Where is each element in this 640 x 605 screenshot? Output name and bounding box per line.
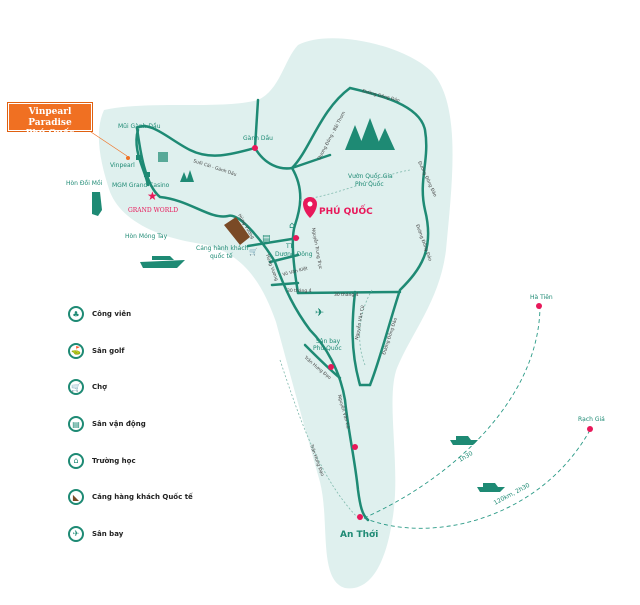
school-icon: ⌂ bbox=[289, 221, 295, 231]
stadium-icon: ▤ bbox=[262, 234, 271, 244]
label-vuon-2: Phú Quốc bbox=[355, 181, 384, 188]
label-grand-world: GRAND WORLD bbox=[128, 207, 178, 214]
golf-icon: ⛳ bbox=[68, 342, 84, 359]
label-tt-2: Dương Đông bbox=[275, 251, 313, 258]
boat-icon bbox=[477, 483, 505, 492]
forest-icon bbox=[345, 118, 395, 150]
pier-icon bbox=[224, 217, 250, 245]
school-icon: ⌂ bbox=[68, 452, 84, 469]
golf-icon bbox=[158, 152, 168, 162]
cart-icon: 🛒 bbox=[249, 247, 258, 256]
park-icon bbox=[180, 170, 194, 182]
label-tt-1: TT bbox=[285, 243, 294, 250]
boat-icon bbox=[450, 436, 478, 445]
hotel-icon bbox=[136, 155, 142, 160]
vinpearl-dot bbox=[126, 156, 130, 160]
label-sanbay-1: Sân bay bbox=[316, 338, 341, 345]
label-ganh-dau: Gành Dầu bbox=[243, 134, 273, 142]
road-label: 30 tháng 4 bbox=[287, 287, 312, 294]
label-rach-gia: Rạch Giá bbox=[578, 416, 605, 423]
hon-doi-moi-island bbox=[92, 192, 102, 216]
legend-item-golf: ⛳ Sân golf bbox=[68, 333, 193, 370]
legend-item-stadium: ▤ Sân vận động bbox=[68, 406, 193, 443]
label-phu-quoc: PHÚ QUỐC bbox=[319, 204, 373, 217]
location-pin-icon bbox=[303, 197, 317, 218]
legend-item-market: 🛒 Chợ bbox=[68, 369, 193, 406]
map-legend: ♣Công viên ⛳Sân golf 🛒Chợ ▤Sân vận động … bbox=[68, 296, 193, 552]
island-land bbox=[98, 38, 453, 589]
ferry-routes bbox=[363, 304, 591, 529]
boat-icons bbox=[140, 256, 505, 492]
boat-icon bbox=[140, 256, 185, 268]
callout-leader bbox=[84, 127, 128, 157]
label-cang-1: Cảng hành khách bbox=[196, 245, 249, 252]
legend-item-port: ◣ Cảng hàng khách Quốc tế bbox=[68, 479, 193, 516]
airport-icon: ✈ bbox=[68, 525, 84, 542]
legend-label: Chợ bbox=[92, 383, 107, 392]
label-an-thoi: An Thới bbox=[340, 529, 378, 540]
poi-dots bbox=[252, 145, 593, 520]
cart-icon: 🛒 bbox=[68, 379, 84, 396]
callout-line-2: Phú Quốc bbox=[25, 129, 75, 139]
road-network bbox=[135, 86, 430, 522]
pier-icon: ◣ bbox=[68, 489, 84, 506]
route-ha-tien-label: 1h30 bbox=[458, 450, 475, 464]
road-label: 30 tháng 4 bbox=[334, 291, 359, 298]
label-vuon-1: Vườn Quốc Gia bbox=[348, 173, 393, 180]
label-ha-tien: Hà Tiên bbox=[530, 294, 553, 301]
route-ha-tien bbox=[363, 304, 541, 519]
label-hon-doi-moi: Hòn Đồi Mồi bbox=[66, 179, 103, 187]
legend-item-school: ⌂ Trường học bbox=[68, 442, 193, 479]
label-vinpearl: Vinpearl bbox=[110, 162, 135, 169]
legend-label: Sân vận động bbox=[92, 420, 146, 429]
legend-item-airport: ✈ Sân bay bbox=[68, 516, 193, 553]
legend-label: Công viên bbox=[92, 310, 132, 319]
route-rach-gia-label: 120km, 2h30 bbox=[493, 482, 532, 507]
label-mui-ganh-dau: Mũi Gành Dầu bbox=[118, 122, 161, 130]
route-rach-gia bbox=[363, 429, 591, 529]
label-sanbay-2: Phú Quốc bbox=[313, 345, 342, 352]
stadium-icon: ▤ bbox=[68, 416, 84, 433]
label-mgm: MGM Grand Casino bbox=[112, 182, 170, 189]
legend-label: Cảng hàng khách Quốc tế bbox=[92, 493, 193, 502]
label-hon-mong-tay: Hòn Móng Tay bbox=[125, 233, 168, 240]
legend-item-park: ♣ Công viên bbox=[68, 296, 193, 333]
legend-label: Trường học bbox=[92, 456, 136, 465]
legend-label: Sân golf bbox=[92, 346, 125, 355]
airplane-icon: ✈ bbox=[315, 306, 324, 319]
grand-world-star-icon: ★ bbox=[147, 189, 158, 203]
park-icon: ♣ bbox=[68, 306, 84, 323]
vinpearl-callout: Vinpearl Paradise Phú Quốc bbox=[8, 103, 92, 139]
legend-label: Sân bay bbox=[92, 529, 124, 538]
hotel-icon bbox=[144, 172, 150, 177]
hon-mong-tay-land bbox=[150, 210, 205, 242]
label-cang-2: quốc tế bbox=[210, 253, 233, 260]
callout-line-1: Vinpearl Paradise bbox=[28, 107, 72, 128]
